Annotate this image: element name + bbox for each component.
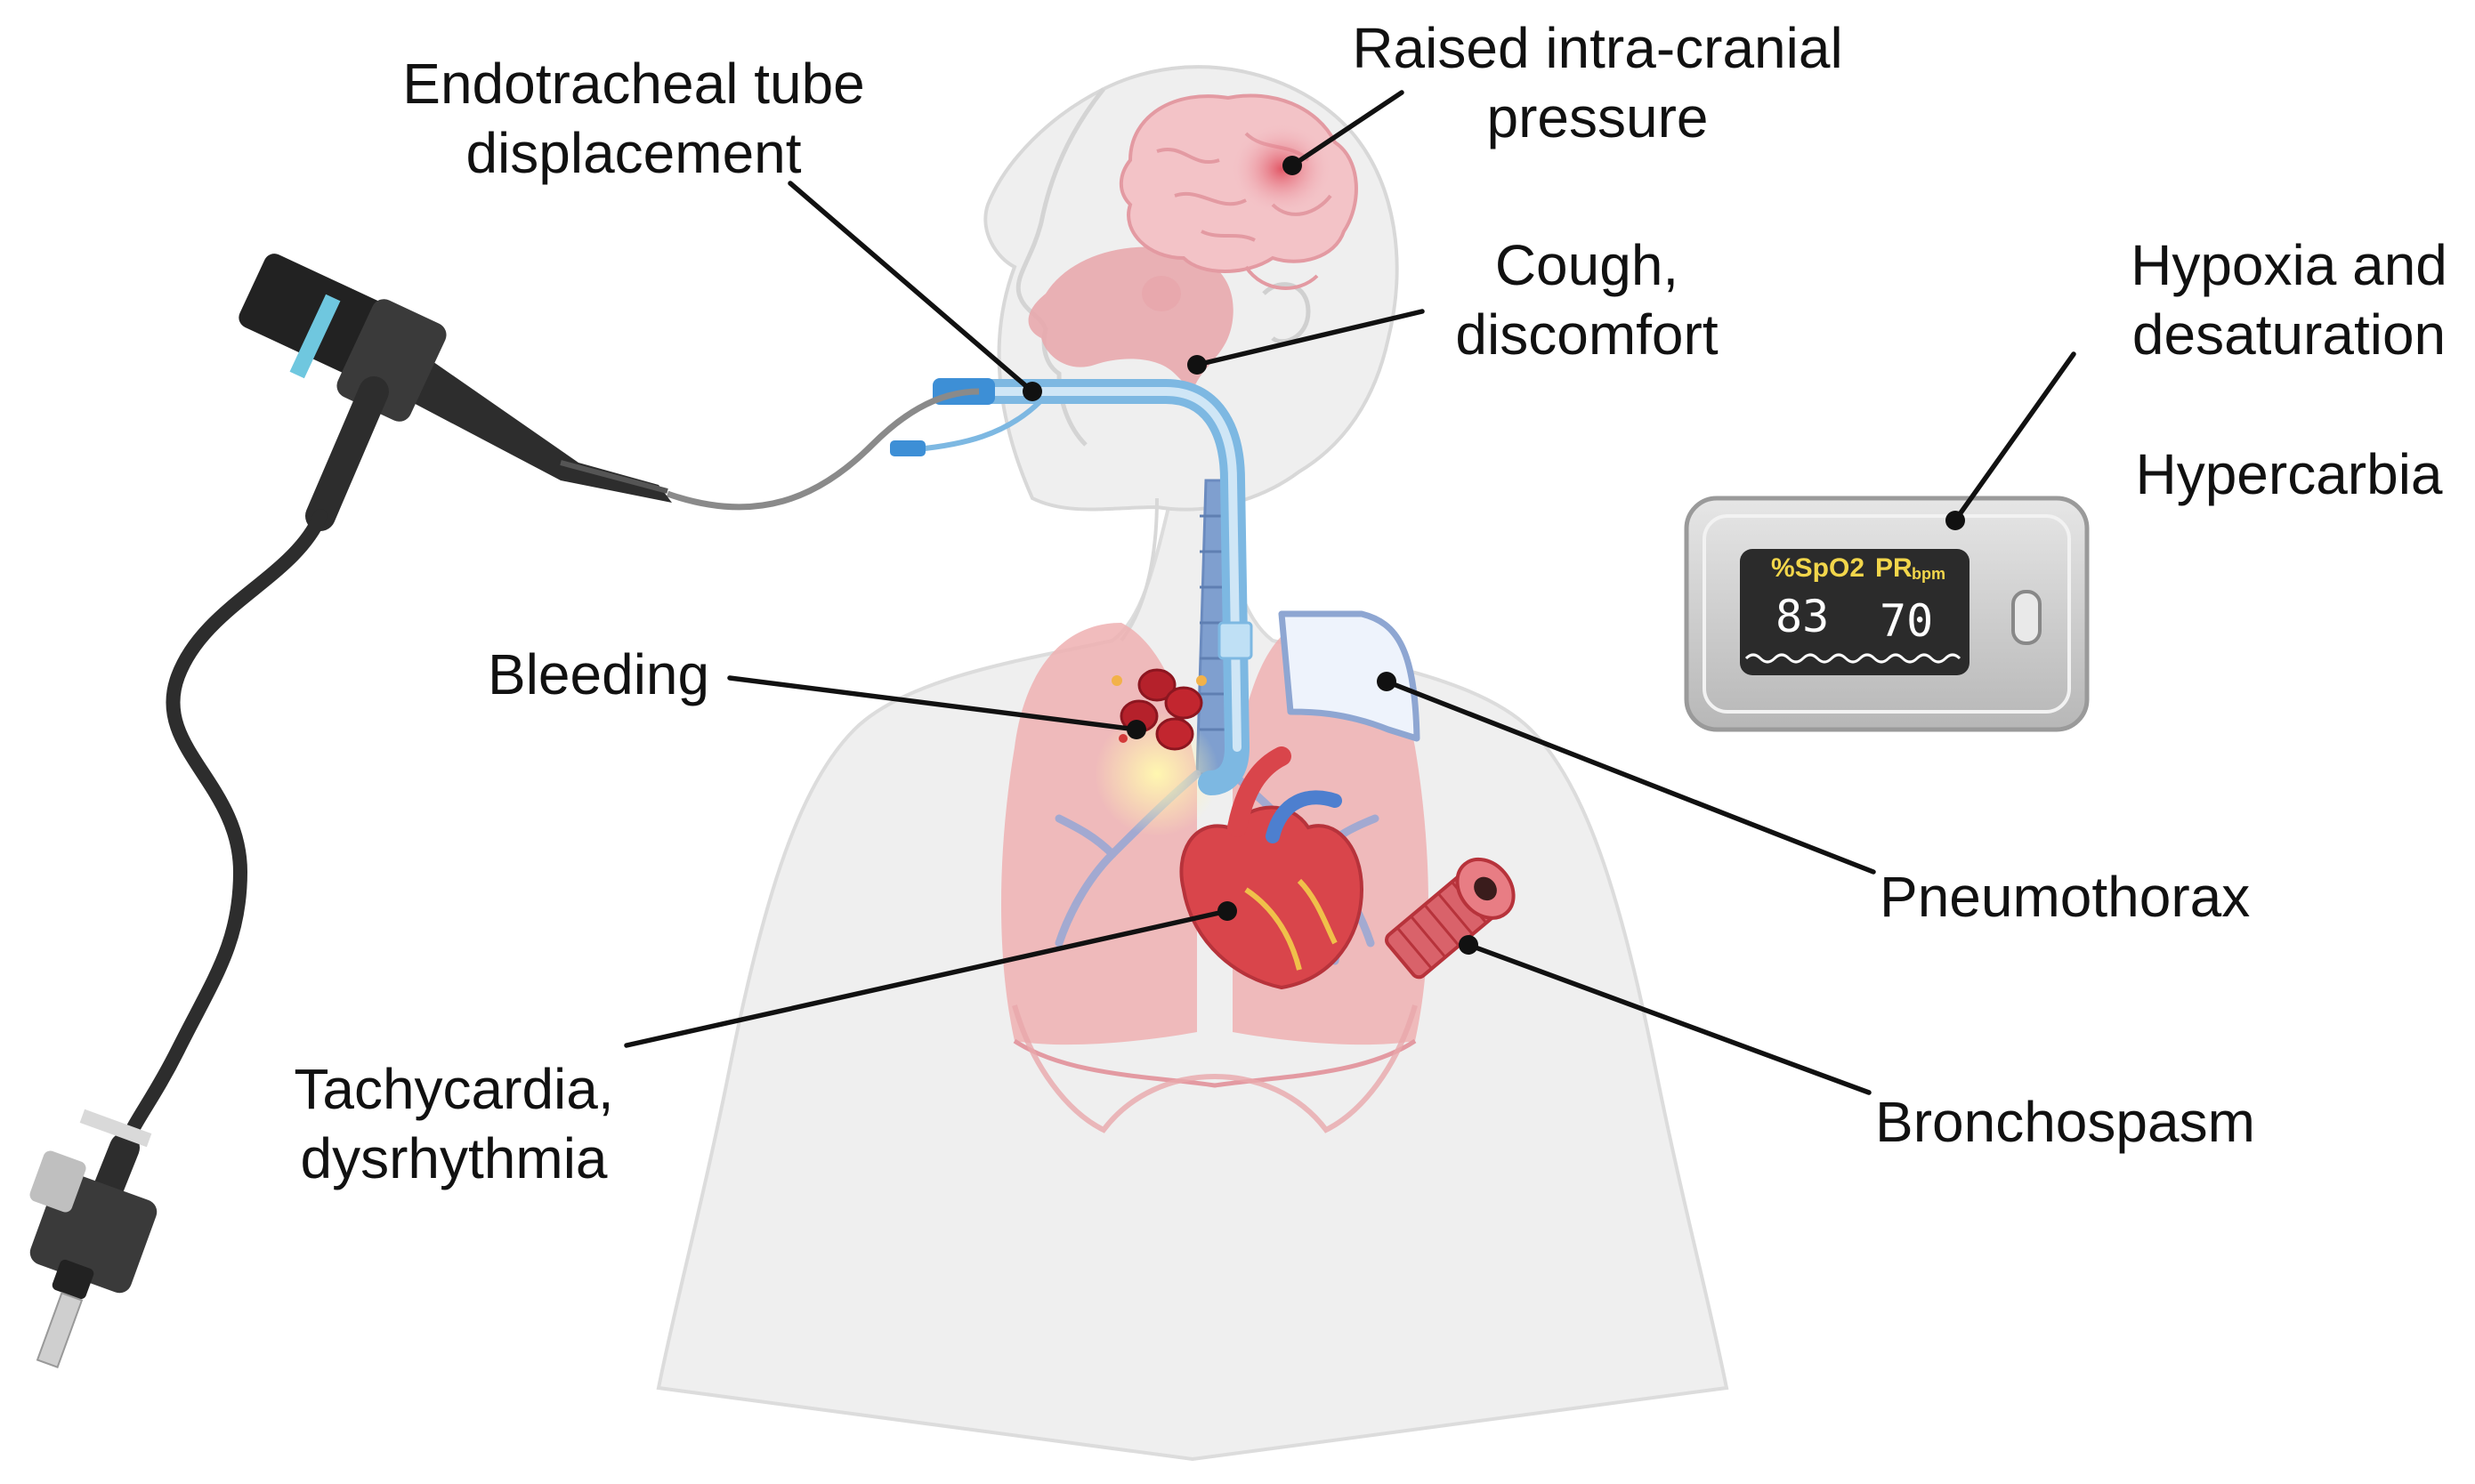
endotracheal-tube (890, 378, 1253, 795)
label-cough-1: Cough, (1495, 233, 1678, 297)
pr-unit: bpm (1912, 565, 1945, 583)
brain (1119, 93, 1358, 290)
pneumothorax-region (1278, 610, 1420, 742)
label-hypercarbia: Hypercarbia (2135, 442, 2442, 506)
spo2-value: 83 (1775, 591, 1829, 642)
label-ett-displacement-2: displacement (465, 121, 801, 185)
leader-lines (624, 90, 2076, 1095)
pulse-oximeter: %SpO2 PR bpm 83 70 (1684, 496, 2090, 732)
pr-label: PR (1875, 553, 1913, 583)
airway-cavity (1028, 246, 1233, 391)
bleeding-cells (1095, 668, 1219, 836)
label-bleeding: Bleeding (488, 642, 709, 706)
label-tachycardia-1: Tachycardia, (294, 1057, 613, 1121)
label-raised-icp-2: pressure (1487, 85, 1709, 149)
oximeter-screen (1740, 549, 1969, 675)
label-cough-2: discomfort (1455, 302, 1718, 367)
pr-value: 70 (1880, 595, 1933, 647)
diaphragm (1012, 1004, 1418, 1133)
label-ett-displacement-1: Endotracheal tube (402, 52, 865, 116)
oximeter-button (2011, 590, 2042, 645)
label-hypoxia-2: desaturation (2132, 302, 2446, 367)
spo2-label: %SpO2 (1771, 553, 1864, 583)
labels: Endotracheal tube displacement Raised in… (294, 16, 2447, 1190)
label-raised-icp-1: Raised intra-cranial (1352, 16, 1842, 80)
label-tachycardia-2: dysrhythmia (301, 1126, 608, 1190)
heart (1179, 746, 1364, 990)
label-bronchospasm: Bronchospasm (1875, 1090, 2255, 1154)
bronchoscope (29, 254, 980, 1368)
label-pneumothorax: Pneumothorax (1880, 865, 2250, 929)
label-hypoxia-1: Hypoxia and (2131, 233, 2447, 297)
